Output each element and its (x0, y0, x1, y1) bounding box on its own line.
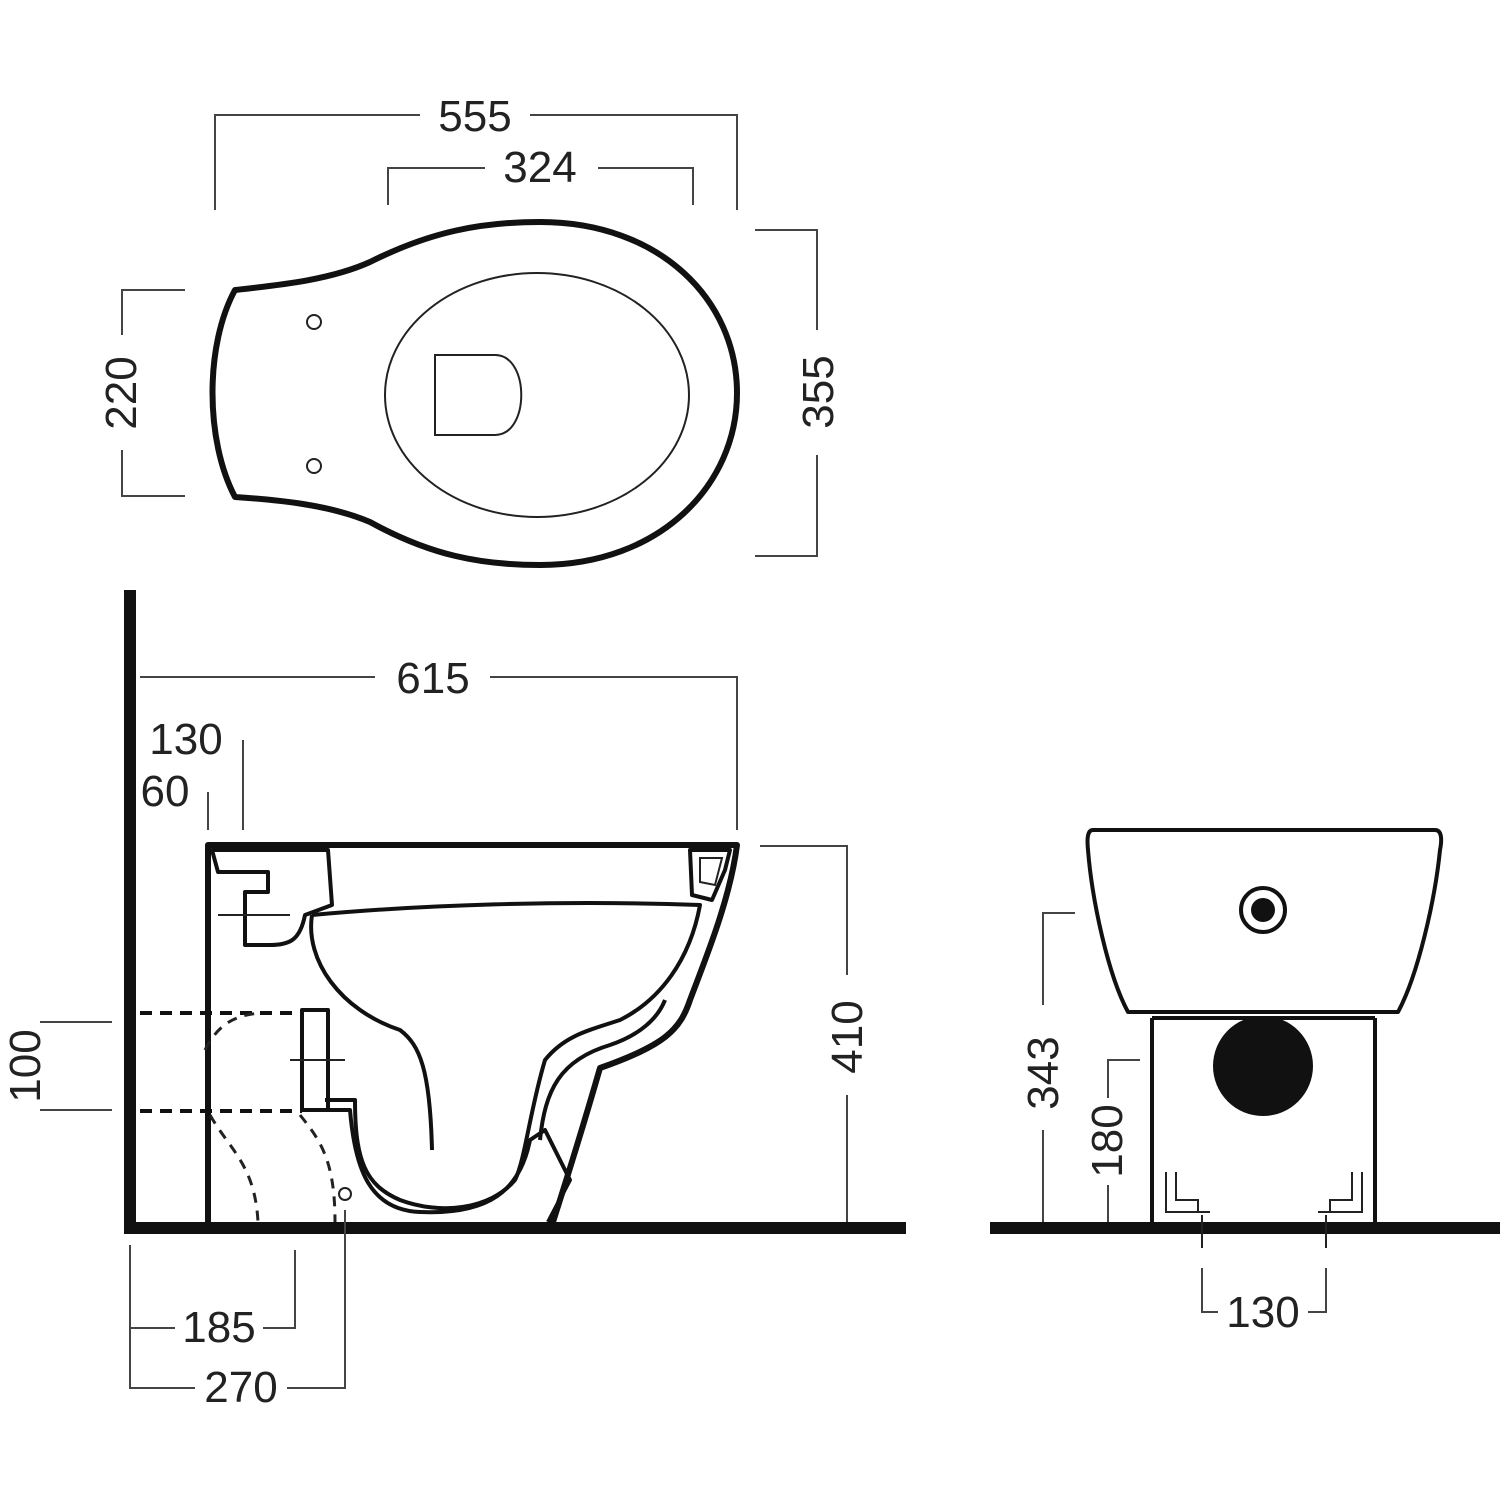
dim-410-label: 410 (823, 1000, 872, 1073)
dim-front-130: 130 (1201, 1268, 1327, 1337)
dim-324: 324 (387, 143, 694, 205)
front-bowl (1085, 828, 1444, 1014)
dim-185: 185 (129, 1245, 296, 1352)
pan-body-outline (205, 842, 740, 1225)
bowl-interior (311, 901, 702, 1211)
dim-100-label: 100 (1, 1029, 50, 1102)
dim-615: 615 (140, 654, 738, 830)
outlet-hole-icon (1213, 1016, 1313, 1116)
trap-outer (325, 1108, 572, 1223)
bracket-left-icon (1165, 1172, 1210, 1213)
dim-615-label: 615 (396, 654, 469, 703)
water-outlet (434, 354, 523, 436)
dim-185-label: 185 (182, 1303, 255, 1352)
dim-355: 355 (755, 229, 843, 557)
flush-rim-right (688, 848, 732, 902)
dim-180-label: 180 (1083, 1104, 1132, 1177)
dim-343: 343 (1019, 912, 1075, 1222)
dim-130-label: 130 (149, 715, 222, 764)
dim-220: 220 (97, 289, 185, 497)
dim-324-label: 324 (503, 143, 576, 192)
seat-hole-icon (306, 314, 322, 330)
bracket-right-icon (1318, 1172, 1363, 1213)
dim-270: 270 (129, 1210, 346, 1412)
bowl-rim (384, 272, 690, 518)
floor-fixing-icon (338, 1187, 352, 1201)
flush-rim-left (210, 848, 334, 947)
dim-220-label: 220 (97, 356, 146, 429)
dim-343-label: 343 (1019, 1036, 1068, 1109)
dim-410: 410 (760, 845, 872, 1222)
dim-555-label: 555 (438, 92, 511, 141)
dim-130-60: 130 60 (141, 715, 244, 830)
top-view: 555 324 220 355 (97, 92, 843, 568)
water-inlet-icon (1239, 886, 1287, 934)
dim-555: 555 (214, 92, 738, 210)
seat-hole-icon (306, 458, 322, 474)
pan-outline (209, 219, 740, 568)
dim-60-label: 60 (141, 767, 190, 816)
dim-355-label: 355 (794, 355, 843, 428)
dim-270-label: 270 (204, 1363, 277, 1412)
water-inlet-core (1251, 898, 1275, 922)
front-view: 343 180 130 (990, 828, 1500, 1337)
dim-front-130-label: 130 (1226, 1288, 1299, 1337)
dim-100: 100 (1, 1021, 112, 1111)
dim-180: 180 (1083, 1059, 1140, 1222)
side-view: 615 130 60 100 410 185 (1, 590, 906, 1412)
